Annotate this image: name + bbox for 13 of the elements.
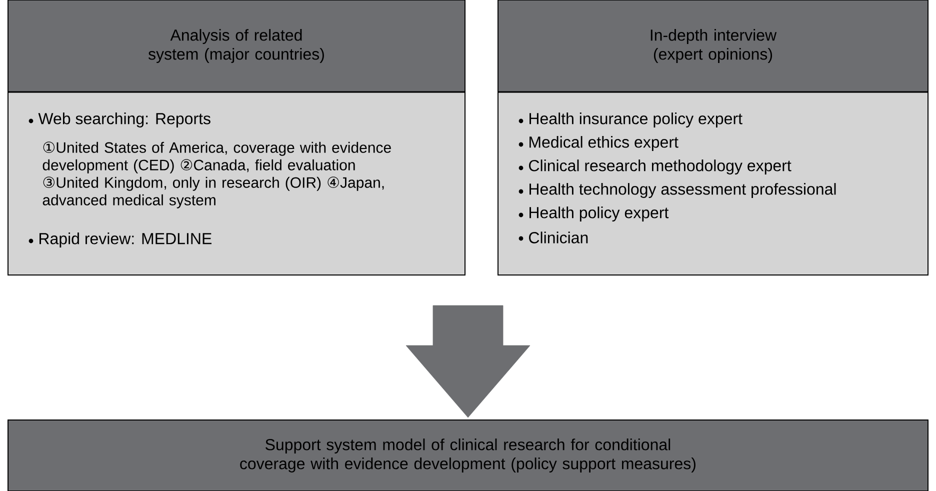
panel-heading: Analysis of related system (major countries) bbox=[148, 29, 324, 63]
list-item: Medical ethics expert bbox=[530, 136, 678, 151]
list-item: Rapid review: MEDLINE bbox=[40, 232, 212, 248]
list-item: Health technology assessment professional bbox=[530, 183, 836, 198]
list-paragraph: ①United States of America, coverage with evidence development (CED) ②Canada, field evaluation ③United Kingdom, only in research (OIR) ④Japan, advanced medical system bbox=[42, 142, 391, 208]
list-item: Health insurance policy expert bbox=[530, 112, 742, 128]
panel-heading: In-depth interview (expert opinions) bbox=[650, 29, 777, 63]
list-item: Clinician bbox=[529, 232, 588, 244]
block-arrow bbox=[406, 305, 530, 418]
list-item: Clinical research methodology expert bbox=[529, 160, 792, 174]
result-box: Support system model of clinical research for conditional coverage with evidence development (policy support measures) bbox=[8, 420, 928, 491]
list-item: Web searching: Reports bbox=[38, 112, 210, 128]
list-item: Health policy expert bbox=[530, 206, 669, 222]
